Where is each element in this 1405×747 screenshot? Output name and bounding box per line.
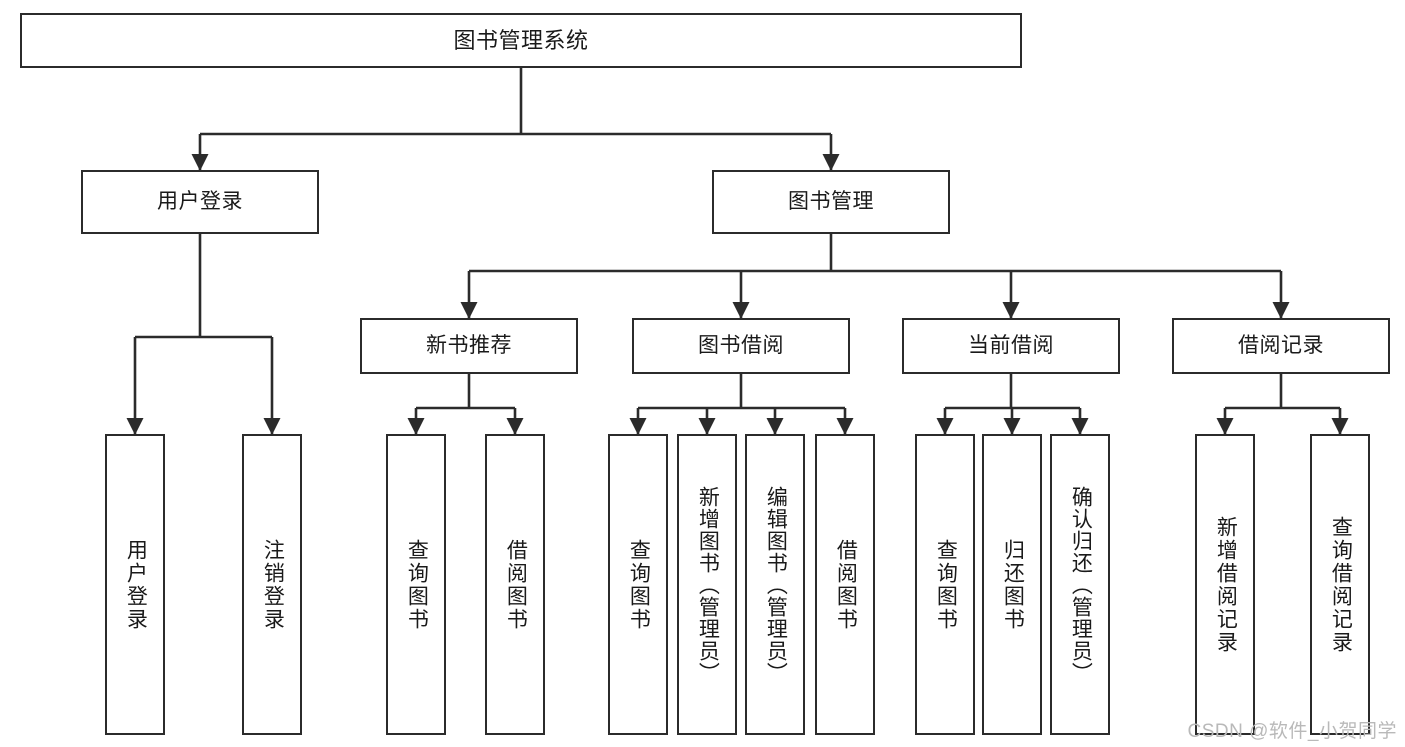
- connector-arrowhead: [407, 418, 425, 435]
- node-label: 图书管理系统: [453, 27, 589, 53]
- connector-arrowhead: [191, 154, 209, 171]
- connector-arrowhead: [460, 302, 478, 319]
- node-label: 编辑图书（管理员）: [764, 485, 788, 684]
- node-leaf-user-login[interactable]: 用户登录: [105, 434, 165, 735]
- node-leaf-query-book-3[interactable]: 查询图书: [915, 434, 975, 735]
- node-leaf-edit-book[interactable]: 编辑图书（管理员）: [745, 434, 805, 735]
- node-borrow-record[interactable]: 借阅记录: [1172, 318, 1390, 374]
- connector-arrowhead: [1002, 302, 1020, 319]
- node-label: 查询图书: [627, 538, 651, 631]
- connector-arrowhead: [822, 154, 840, 171]
- node-label: 查询借阅记录: [1329, 515, 1353, 654]
- connector-arrowhead: [1331, 418, 1349, 435]
- node-label: 新增借阅记录: [1214, 515, 1238, 654]
- node-leaf-add-book[interactable]: 新增图书（管理员）: [677, 434, 737, 735]
- connector-arrowhead: [1003, 418, 1021, 435]
- connector-arrowhead: [936, 418, 954, 435]
- connector-arrowhead: [836, 418, 854, 435]
- node-leaf-add-record[interactable]: 新增借阅记录: [1195, 434, 1255, 735]
- connector-arrowhead: [698, 418, 716, 435]
- connector-arrowhead: [1216, 418, 1234, 435]
- node-label: 新增图书（管理员）: [696, 485, 720, 684]
- connector-arrowhead: [126, 418, 144, 435]
- node-label: 借阅图书: [504, 538, 528, 631]
- connector-arrowhead: [732, 302, 750, 319]
- node-label: 用户登录: [157, 189, 243, 213]
- node-new-book-recommend[interactable]: 新书推荐: [360, 318, 578, 374]
- node-current-borrow[interactable]: 当前借阅: [902, 318, 1120, 374]
- node-root[interactable]: 图书管理系统: [20, 13, 1022, 68]
- node-leaf-borrow-book-1[interactable]: 借阅图书: [485, 434, 545, 735]
- node-leaf-query-record[interactable]: 查询借阅记录: [1310, 434, 1370, 735]
- connector-arrowhead: [1071, 418, 1089, 435]
- node-leaf-logout[interactable]: 注销登录: [242, 434, 302, 735]
- node-label: 图书管理: [788, 189, 874, 213]
- connector-arrowhead: [766, 418, 784, 435]
- connector-arrowhead: [263, 418, 281, 435]
- node-label: 确认归还（管理员）: [1069, 485, 1093, 684]
- node-label: 查询图书: [934, 538, 958, 631]
- node-book-borrow[interactable]: 图书借阅: [632, 318, 850, 374]
- connector-arrowhead: [629, 418, 647, 435]
- node-leaf-confirm-return[interactable]: 确认归还（管理员）: [1050, 434, 1110, 735]
- node-book-manage[interactable]: 图书管理: [712, 170, 950, 234]
- node-label: 借阅记录: [1238, 333, 1324, 357]
- node-label: 新书推荐: [426, 333, 512, 357]
- node-label: 借阅图书: [834, 538, 858, 631]
- node-label: 用户登录: [124, 538, 148, 631]
- node-label: 归还图书: [1001, 538, 1025, 631]
- connector-arrowhead: [506, 418, 524, 435]
- node-label: 注销登录: [261, 538, 285, 631]
- node-label: 查询图书: [405, 538, 429, 631]
- node-leaf-return-book[interactable]: 归还图书: [982, 434, 1042, 735]
- node-user-login[interactable]: 用户登录: [81, 170, 319, 234]
- watermark-text: CSDN @软件_小贺同学: [1187, 721, 1397, 742]
- connector-arrowhead: [1272, 302, 1290, 319]
- node-label: 当前借阅: [968, 333, 1054, 357]
- node-leaf-query-book-1[interactable]: 查询图书: [386, 434, 446, 735]
- node-leaf-query-book-2[interactable]: 查询图书: [608, 434, 668, 735]
- node-leaf-borrow-book-2[interactable]: 借阅图书: [815, 434, 875, 735]
- node-label: 图书借阅: [698, 333, 784, 357]
